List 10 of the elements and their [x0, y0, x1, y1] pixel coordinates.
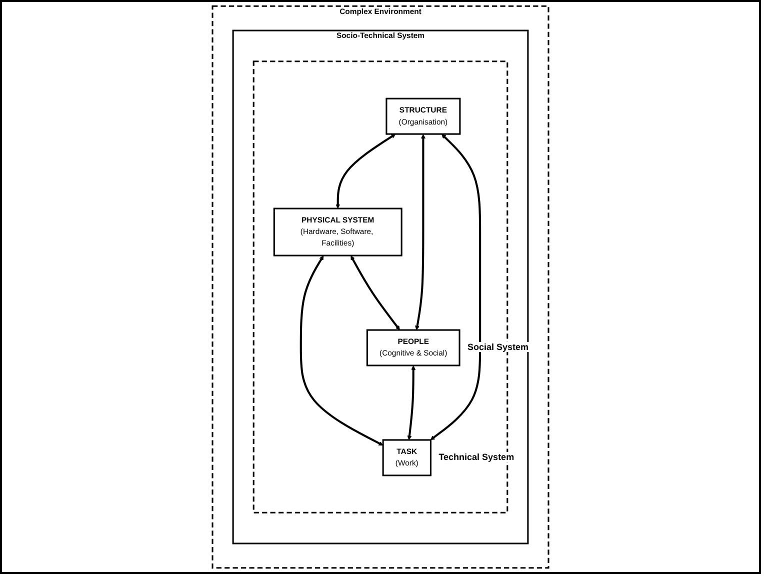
- arrow: [430, 134, 482, 440]
- node-box: [386, 98, 461, 135]
- node-box: [273, 208, 402, 256]
- arrow: [336, 134, 396, 209]
- node-box: [382, 439, 432, 476]
- node-box: [366, 329, 460, 366]
- arrow: [415, 134, 426, 330]
- arrow: [300, 256, 384, 446]
- arrow: [407, 365, 416, 440]
- arrow: [350, 256, 400, 330]
